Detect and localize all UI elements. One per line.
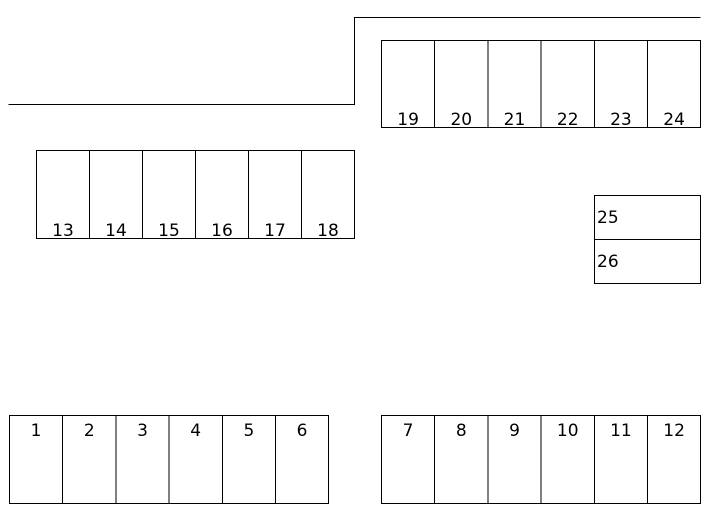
stall-column-right: 25 26 [594,195,701,284]
stall-outline [381,415,436,504]
stall-row-top-right: 19 20 21 22 23 24 [381,40,702,130]
parking-stall-1: 1 [9,415,64,504]
stall-number: 12 [663,421,685,441]
parking-stall-23: 23 [593,40,648,130]
parking-stall-4: 4 [168,415,223,504]
stall-number: 8 [456,421,467,441]
parking-stall-20: 20 [434,40,489,130]
parking-stall-24: 24 [647,40,702,130]
parking-stall-16: 16 [195,150,249,241]
parking-stall-6: 6 [275,415,330,504]
parking-stall-3: 3 [115,415,170,504]
stall-number: 24 [663,110,685,130]
stall-outline [248,150,302,239]
stall-number: 17 [264,221,286,241]
stall-outline [593,415,648,504]
parking-stall-11: 11 [593,415,648,504]
stall-number: 16 [211,221,233,241]
parking-stall-22: 22 [540,40,595,130]
stall-number: 3 [137,421,148,441]
stall-number: 2 [84,421,95,441]
stall-number: 11 [610,421,632,441]
parking-stall-17: 17 [248,150,302,241]
stall-number: 9 [509,421,520,441]
stall-number: 7 [403,421,414,441]
stall-number: 14 [105,221,127,241]
parking-stall-19: 19 [381,40,436,130]
stall-number: 10 [557,421,579,441]
stall-row-middle-left: 13 14 15 16 17 18 [36,150,355,241]
stall-outline [487,40,542,128]
stall-outline [381,40,436,128]
stall-outline [647,40,702,128]
parking-stall-8: 8 [434,415,489,504]
stall-outline [647,415,702,504]
stall-number: 25 [597,208,619,228]
stall-outline [275,415,330,504]
boundary-line [8,17,701,105]
stall-row-bottom-left: 1 2 3 4 5 6 [9,415,330,504]
stall-number: 15 [158,221,180,241]
stall-outline [195,150,249,239]
stall-outline [221,415,277,504]
stall-outline [142,150,196,239]
parking-stall-21: 21 [487,40,542,130]
parking-stall-5: 5 [221,415,277,504]
stall-row-bottom-right: 7 8 9 10 11 12 [381,415,702,504]
parking-stall-7: 7 [381,415,436,504]
parking-stall-25: 25 [594,195,701,240]
stall-number: 5 [243,421,254,441]
stall-outline [594,239,701,284]
stall-number: 18 [317,221,339,241]
stall-number: 22 [557,110,579,130]
stall-outline [301,150,355,239]
parking-stall-14: 14 [89,150,143,241]
stall-number: 1 [31,421,42,441]
parking-stall-15: 15 [142,150,196,241]
stall-number: 26 [597,252,619,272]
stall-number: 6 [297,421,308,441]
stall-outline [434,40,489,128]
stall-number: 4 [190,421,201,441]
stall-number: 19 [397,110,419,130]
stall-outline [593,40,648,128]
stall-number: 20 [450,110,472,130]
stall-outline [540,415,595,504]
parking-stall-18: 18 [301,150,355,241]
parking-stall-2: 2 [62,415,117,504]
stall-outline [434,415,489,504]
parking-stall-9: 9 [487,415,542,504]
stall-number: 23 [610,110,632,130]
parking-stall-10: 10 [540,415,595,504]
stall-outline [168,415,223,504]
stall-outline [540,40,595,128]
stall-number: 13 [52,221,74,241]
parking-stall-12: 12 [647,415,702,504]
stall-number: 21 [504,110,526,130]
parking-stall-26: 26 [594,239,701,284]
parking-stall-13: 13 [36,150,90,241]
